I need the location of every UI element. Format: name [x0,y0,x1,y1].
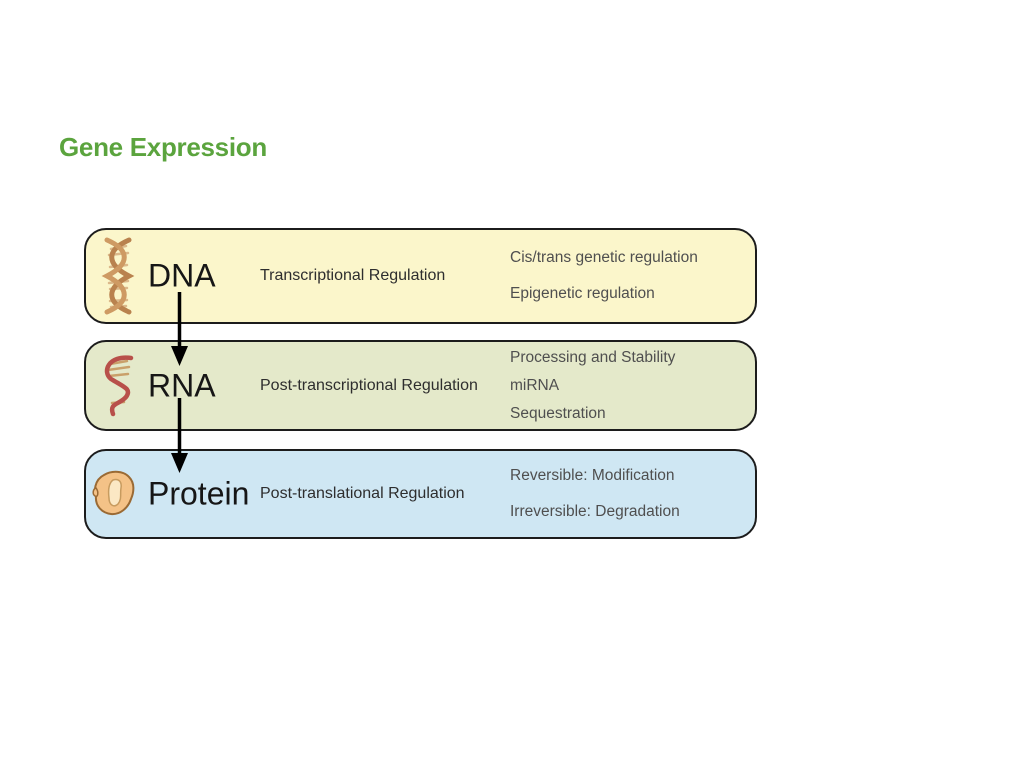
mechanism-item: miRNA [510,376,560,394]
molecule-label-rna: RNA [148,367,216,403]
rna-hairpin-icon [96,353,140,419]
mechanism-item: Epigenetic regulation [510,285,655,302]
molecule-label-dna: DNA [148,257,216,294]
regulation-label-protein: Post-translational Regulation [260,485,465,502]
mechanism-item: Irreversible: Degradation [510,503,680,520]
rna-regulation-box: RNA Post-transcriptional Regulation Proc… [84,340,757,431]
mechanism-item: Reversible: Modification [510,467,675,484]
mechanism-item: Cis/trans genetic regulation [510,249,698,266]
protein-blob-icon [90,468,138,520]
mechanism-item: Processing and Stability [510,348,676,366]
molecule-label-protein: Protein [148,475,250,512]
mechanism-list-protein: Reversible: Modification Irreversible: D… [510,458,680,530]
mechanism-list-rna: Processing and Stability miRNA Sequestra… [510,344,675,428]
regulation-label-rna: Post-transcriptional Regulation [260,376,478,394]
mechanism-item: Sequestration [510,404,606,422]
mechanism-list-dna: Cis/trans genetic regulation Epigenetic … [510,240,698,312]
dna-regulation-box: DNA Transcriptional Regulation Cis/trans… [84,228,757,324]
slide-title: Gene Expression [59,132,267,162]
dna-double-helix-icon [96,237,140,315]
regulation-label-dna: Transcriptional Regulation [260,267,446,284]
protein-regulation-box: Protein Post-translational Regulation Re… [84,449,757,539]
